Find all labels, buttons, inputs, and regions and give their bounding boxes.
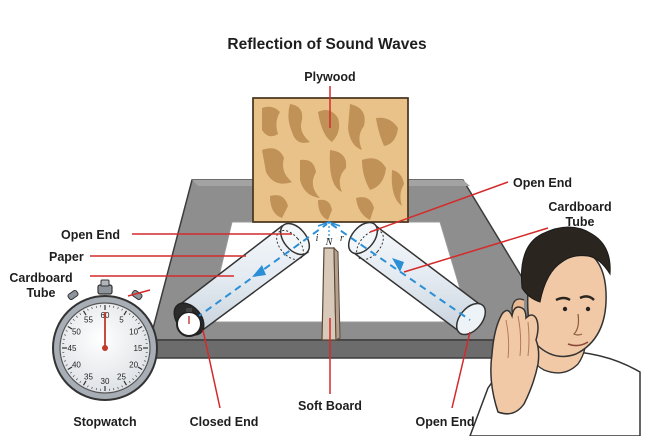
wave-arrow-reflected	[392, 258, 404, 272]
sound-wave-path	[195, 223, 471, 321]
stopwatch-tick	[65, 330, 68, 332]
small-stopwatch	[176, 308, 202, 337]
stopwatch-tick	[142, 364, 145, 366]
stopwatch-tick	[143, 334, 146, 336]
stopwatch-dial-number: 50	[72, 328, 81, 337]
stopwatch-tick	[132, 315, 135, 318]
stopwatch-tick	[70, 322, 72, 325]
stopwatch-dial-number: 30	[101, 377, 110, 386]
stopwatch-tick	[143, 360, 146, 362]
stopwatch-tick	[117, 386, 119, 389]
stopwatch-tick	[75, 315, 78, 318]
reflection-point	[317, 221, 341, 227]
stopwatch-tick	[75, 378, 78, 381]
person-nose	[572, 313, 583, 336]
stopwatch-tick	[82, 310, 87, 316]
leader-open-end-right-top	[369, 181, 509, 233]
stopwatch-tick	[142, 330, 145, 332]
label-cardboard-tube-right-1: Cardboard	[548, 200, 611, 214]
listener-person	[469, 226, 641, 436]
stopwatch-tick	[123, 310, 128, 316]
stopwatch-tick	[132, 378, 135, 381]
stopwatch-tick	[64, 334, 67, 336]
leader-open-end-right-bottom	[451, 331, 471, 409]
stopwatch-tick	[72, 375, 75, 378]
soft-board	[321, 246, 341, 341]
person-eyebrows	[555, 295, 595, 302]
tube-right-open-end-far	[455, 302, 487, 336]
stopwatch-tick	[121, 308, 123, 311]
stopwatch-tick	[65, 364, 68, 366]
stopwatch-dial-number: 45	[68, 344, 77, 353]
stopwatch-tick	[82, 380, 87, 386]
stopwatch-tick	[91, 386, 93, 389]
stopwatch-tick	[79, 381, 82, 383]
stopwatch-dial-number: 40	[72, 361, 81, 370]
plywood-grain	[262, 104, 404, 220]
stopwatch-tick	[64, 360, 67, 362]
leader-closed-end	[202, 329, 221, 409]
label-stopwatch: Stopwatch	[73, 415, 136, 429]
stopwatch-dial-number: 20	[129, 361, 138, 370]
stopwatch-tick	[123, 380, 128, 386]
angle-reflection-label: r	[340, 233, 344, 244]
stopwatch-dial-number: 5	[119, 315, 124, 324]
angle-incidence-label: i	[316, 233, 319, 244]
stopwatch-dial-number: 25	[117, 373, 126, 382]
person-eye-left	[562, 306, 568, 312]
stopwatch-tick	[137, 325, 143, 330]
stopwatch-tick	[138, 371, 140, 374]
stopwatch-tick	[121, 385, 123, 388]
leader-cardboard-tube-right	[403, 227, 549, 273]
stopwatch-tick	[87, 385, 89, 388]
person-eye-right	[585, 306, 591, 312]
stopwatch-tick	[67, 325, 73, 330]
stopwatch-tick	[128, 381, 131, 383]
stopwatch-tick	[79, 313, 82, 315]
stopwatch-tick	[128, 313, 131, 315]
diagram-title: Reflection of Sound Waves	[227, 36, 426, 53]
label-cardboard-tube-right-2: Tube	[566, 215, 595, 229]
cardboard-tube-right	[347, 221, 487, 336]
stopwatch-tick	[67, 366, 73, 371]
label-paper: Paper	[49, 250, 84, 264]
stopwatch-tick	[138, 322, 140, 325]
stopwatch-dial-number: 55	[84, 315, 93, 324]
label-cardboard-tube-left-2: Tube	[27, 286, 56, 300]
stopwatch-tick	[91, 307, 93, 310]
leader-stopwatch	[127, 289, 151, 297]
tube-right-open-end-near	[347, 221, 379, 255]
stopwatch-dial-number: 15	[134, 344, 143, 353]
stopwatch-tick	[87, 308, 89, 311]
label-plywood: Plywood	[304, 70, 355, 84]
label-closed-end: Closed End	[190, 415, 259, 429]
stopwatch-tick	[72, 318, 75, 321]
person-mouth	[567, 341, 589, 347]
person-hand	[490, 306, 540, 415]
stopwatch-dial: 60510152025303540455055	[62, 305, 148, 391]
stopwatch-tick	[70, 371, 72, 374]
leader-lines	[90, 86, 549, 409]
label-open-end-left: Open End	[61, 228, 120, 242]
label-open-end-right-top: Open End	[513, 176, 572, 190]
label-open-end-right-bottom: Open End	[415, 415, 474, 429]
stopwatch-dial-number: 35	[84, 373, 93, 382]
label-cardboard-tube-left-1: Cardboard	[9, 271, 72, 285]
person-hair	[520, 226, 611, 303]
stopwatch: 60510152025303540455055	[52, 279, 158, 401]
stopwatch-tick	[117, 307, 119, 310]
stopwatch-tick	[137, 366, 143, 371]
stopwatch-tick	[135, 375, 138, 378]
stopwatch-dial-number: 10	[129, 328, 138, 337]
wave-arrow-incident	[252, 265, 266, 277]
stopwatch-tick	[135, 318, 138, 321]
normal-label: N	[325, 237, 334, 248]
label-soft-board: Soft Board	[298, 399, 362, 413]
